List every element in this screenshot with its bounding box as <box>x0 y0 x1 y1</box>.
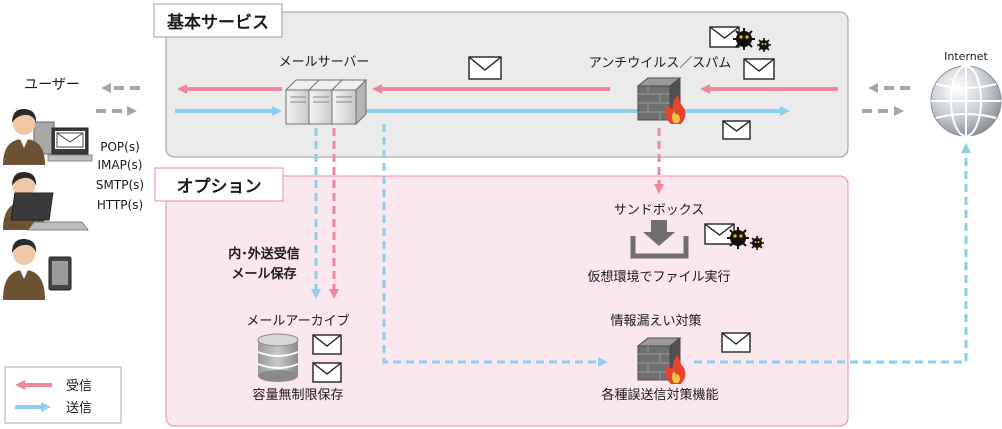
protocol-imap: IMAP(s) <box>98 158 143 172</box>
database-icon <box>257 333 299 382</box>
antivirus-label: アンチウイルス／スパム <box>589 56 731 71</box>
mail-envelope-icon <box>743 58 775 80</box>
option-label: オプション <box>177 176 262 197</box>
mail-envelope-icon <box>312 362 342 383</box>
basic-service-tab <box>153 3 283 38</box>
internet-label: Internet <box>944 50 988 63</box>
leak-prevention-dashed-arrow <box>382 124 608 367</box>
mail-envelope-icon <box>721 332 751 353</box>
option-tab <box>154 167 284 202</box>
legend-send-label: 送信 <box>66 401 92 416</box>
legend: 受信 送信 <box>4 366 122 424</box>
archive-note-line1: 内･外送受信 <box>228 246 300 262</box>
firewall-icon <box>636 76 686 124</box>
firewall-icon <box>636 336 686 384</box>
sandbox-caption: 仮想環境でファイル実行 <box>587 269 730 285</box>
user-desktop-icon <box>3 108 93 165</box>
mail-envelope-icon <box>312 334 342 355</box>
mail-server-label: メールサーバー <box>279 55 370 70</box>
mail-server-icon <box>284 78 368 126</box>
leak-caption: 各種誤送信対策機能 <box>601 387 718 403</box>
archive-note-line2: メール保存 <box>231 266 296 282</box>
legend-receive-label: 受信 <box>66 379 92 394</box>
archive-dashed-arrows <box>311 128 339 299</box>
inbound-right-arrows <box>862 83 910 116</box>
archive-label: メールアーカイブ <box>246 313 349 329</box>
sandbox-label: サンドボックス <box>614 203 705 218</box>
leak-label: 情報漏えい対策 <box>610 313 701 329</box>
basic-service-label: 基本サービス <box>166 12 269 33</box>
protocol-list: POP(s) IMAP(s) SMTP(s) HTTP(s) <box>96 140 144 212</box>
protocol-smtp: SMTP(s) <box>96 178 144 192</box>
mail-envelope-icon <box>722 120 751 140</box>
users-label: ユーザー <box>24 77 80 93</box>
globe-icon <box>930 65 1002 137</box>
virus-mail-icon <box>704 223 764 250</box>
mail-envelope-icon <box>468 56 502 80</box>
protocol-http: HTTP(s) <box>97 198 143 212</box>
sandbox-icon <box>630 220 689 259</box>
protocol-pop: POP(s) <box>100 140 140 154</box>
archive-caption: 容量無制限保存 <box>252 387 343 403</box>
user-tablet-icon <box>3 238 72 300</box>
user-laptop-icon <box>3 171 89 231</box>
inbound-left-arrows <box>96 83 140 116</box>
virus-mail-icon <box>709 26 771 52</box>
